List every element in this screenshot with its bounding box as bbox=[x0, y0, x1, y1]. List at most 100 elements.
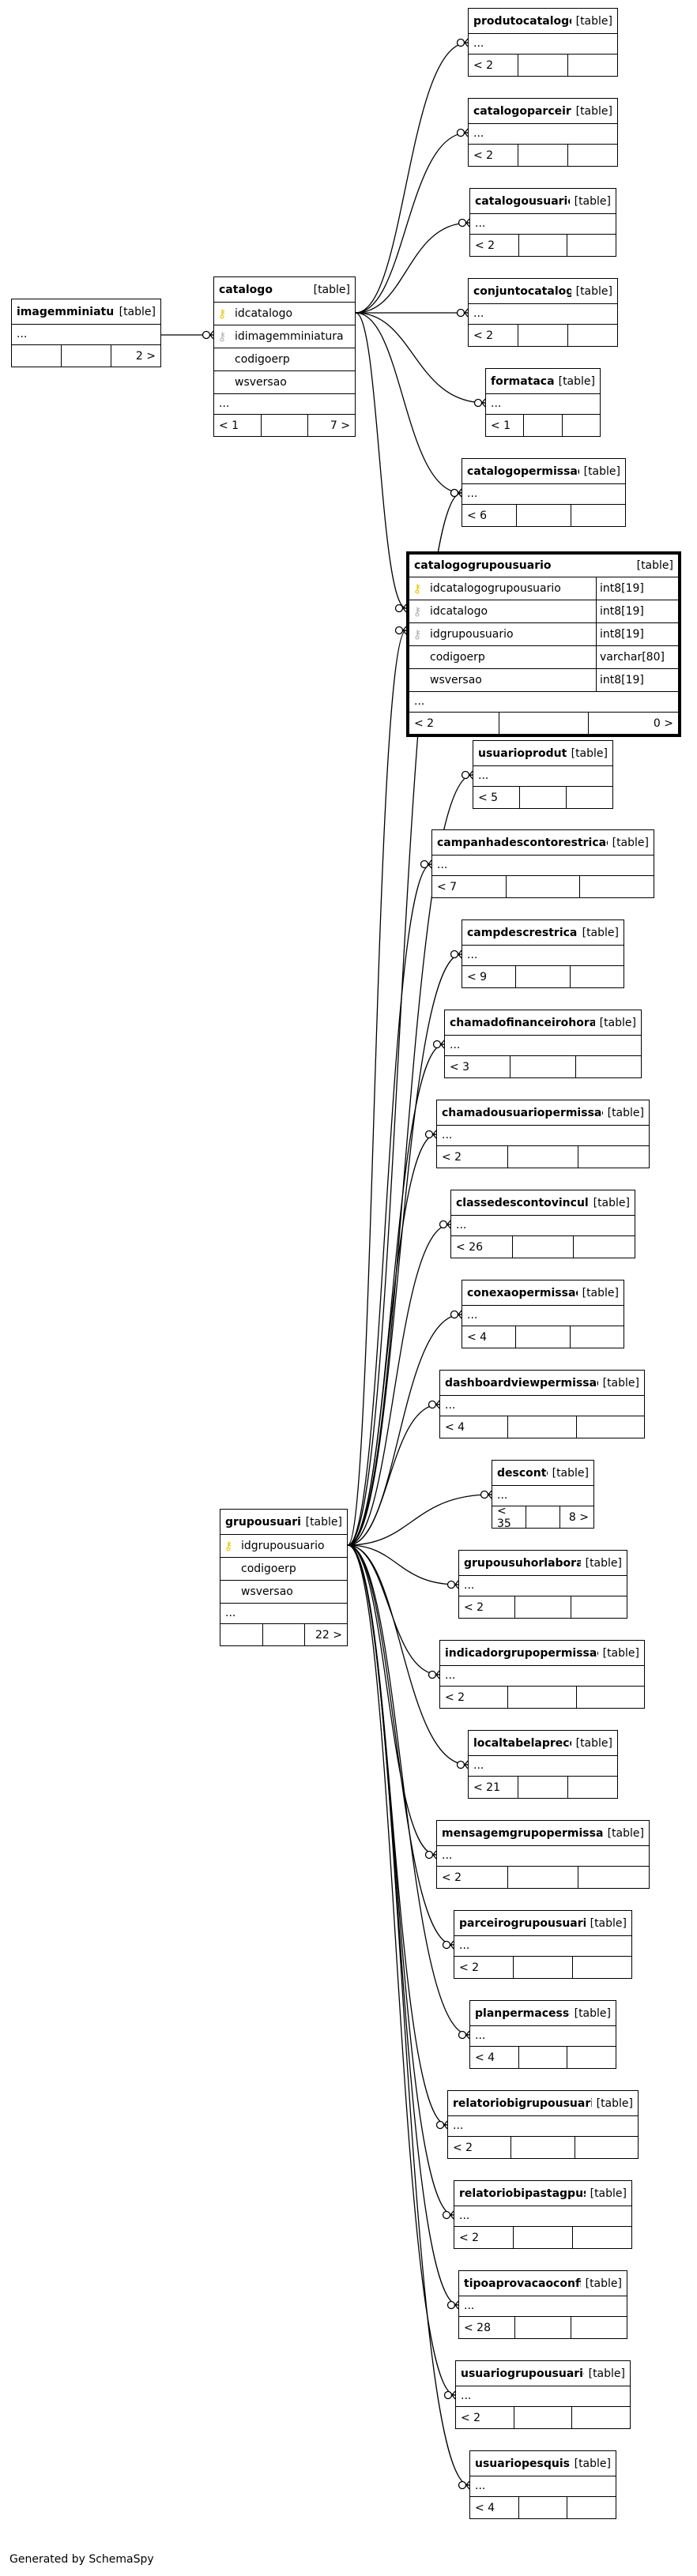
table-planpermacesso[interactable]: planpermacesso[table]...< 4 bbox=[469, 2000, 616, 2069]
table-header: catalogoparceiro[table] bbox=[469, 99, 617, 123]
parents-count bbox=[574, 2137, 638, 2158]
link-grupousuario-classedescontovinculo bbox=[347, 1224, 451, 1546]
table-chamadofinanceirohoras[interactable]: chamadofinanceirohoras[table]...< 3 bbox=[444, 1010, 642, 1078]
link-catalogo-catalogogrupousuario bbox=[355, 312, 407, 609]
children-count: < 4 bbox=[475, 2501, 495, 2514]
parents-count bbox=[567, 2497, 616, 2518]
footer-spacer bbox=[515, 1326, 569, 1348]
parents-count: 0 > bbox=[588, 713, 678, 734]
table-ellipsis: ... bbox=[462, 483, 625, 504]
link-catalogo-conjuntocatalogo-optional-marker bbox=[456, 308, 465, 318]
parents-count bbox=[567, 55, 617, 76]
parents-count bbox=[571, 1596, 627, 1618]
parents-count bbox=[571, 2407, 630, 2428]
table-ellipsis: ... bbox=[470, 2476, 616, 2496]
table-footer: < 2 bbox=[437, 1866, 649, 1888]
link-catalogo-catalogousuario bbox=[355, 222, 470, 314]
link-grupousuario-catalogogrupousuario bbox=[347, 630, 407, 1546]
table-name: usuariogrupousuario bbox=[461, 2367, 584, 2380]
table-catalogogrupousuario[interactable]: catalogogrupousuario[table]⚷idcatalogogr… bbox=[406, 551, 681, 737]
footer-spacer bbox=[518, 2047, 567, 2068]
table-imagemminiatura[interactable]: imagemminiatura[table]...2 > bbox=[11, 299, 161, 367]
children-count: < 28 bbox=[464, 2321, 491, 2334]
table-footer: < 2 bbox=[469, 324, 617, 346]
table-parceirogrupousuario[interactable]: parceirogrupousuario[table]...< 2 bbox=[454, 1910, 632, 1979]
table-dashboardviewpermissao[interactable]: dashboardviewpermissao[table]...< 4 bbox=[439, 1370, 645, 1438]
link-catalogo-catalogogrupousuario-optional-marker bbox=[394, 604, 404, 613]
table-ellipsis: ... bbox=[473, 765, 612, 786]
table-chamadousuariopermissao[interactable]: chamadousuariopermissao[table]...< 2 bbox=[436, 1100, 650, 1168]
table-footer: < 5 bbox=[473, 786, 612, 808]
table-header: relatoriobipastagpusu[table] bbox=[454, 2181, 631, 2206]
table-usuariopesquisa[interactable]: usuariopesquisa[table]...< 4 bbox=[469, 2450, 616, 2519]
table-grupousuhorlaboral[interactable]: grupousuhorlaboral[table]...< 2 bbox=[458, 1550, 627, 1619]
table-footer: < 6 bbox=[462, 504, 625, 526]
table-footer: < 2 bbox=[456, 2406, 630, 2428]
table-conjuntocatalogo[interactable]: conjuntocatalogo[table]...< 2 bbox=[468, 278, 618, 347]
table-relatoriobigrupousuario[interactable]: relatoriobigrupousuario[table]...< 2 bbox=[447, 2090, 639, 2159]
link-grupousuario-usuariopesquisa-optional-marker bbox=[458, 2480, 467, 2490]
table-usuarioproduto[interactable]: usuarioproduto[table]...< 5 bbox=[473, 740, 613, 809]
table-tag: [table] bbox=[575, 14, 612, 28]
generator-credit: Generated by SchemaSpy bbox=[9, 2553, 154, 2566]
column-row: ⚷idcatalogo bbox=[214, 302, 355, 325]
children-count bbox=[220, 1624, 262, 1645]
table-catalogo[interactable]: catalogo[table]⚷idcatalogo⚷idimagemminia… bbox=[213, 276, 356, 437]
column-name: idcatalogogrupousuario bbox=[430, 582, 561, 595]
primary-key-icon: ⚷ bbox=[413, 581, 422, 596]
link-grupousuario-classedescontovinculo-optional-marker bbox=[439, 1220, 448, 1229]
table-usuariogrupousuario[interactable]: usuariogrupousuario[table]...< 2 bbox=[455, 2360, 631, 2429]
table-header: conjuntocatalogo[table] bbox=[469, 279, 617, 303]
table-catalogopermissao[interactable]: catalogopermissao[table]...< 6 bbox=[462, 458, 626, 527]
table-tag: [table] bbox=[119, 305, 156, 318]
table-header: imagemminiatura [table] bbox=[12, 299, 160, 324]
table-tag: [table] bbox=[607, 1826, 644, 1840]
column-name: idcatalogo bbox=[430, 605, 488, 618]
table-relatoriobipastagpusu[interactable]: relatoriobipastagpusu[table]...< 2 bbox=[454, 2180, 632, 2249]
column-name: codigoerp bbox=[235, 353, 290, 366]
table-formatacao[interactable]: formatacao[table]...< 1 bbox=[485, 368, 601, 437]
table-footer: < 2 bbox=[454, 2226, 631, 2248]
table-tipoaprovacaoconfig[interactable]: tipoaprovacaoconfig[table]...< 28 bbox=[458, 2270, 627, 2339]
table-ellipsis: ... bbox=[220, 1603, 347, 1623]
table-footer: < 28 bbox=[459, 2316, 627, 2338]
table-header: tipoaprovacaoconfig[table] bbox=[459, 2271, 627, 2296]
children-count: < 2 bbox=[442, 1871, 462, 1884]
table-ellipsis: ... bbox=[469, 33, 617, 54]
link-grupousuario-dashboardviewpermissao bbox=[347, 1404, 440, 1546]
table-tag: [table] bbox=[596, 2097, 633, 2110]
link-grupousuario-planpermacesso-optional-marker bbox=[458, 2030, 467, 2040]
table-catalogoparceiro[interactable]: catalogoparceiro[table]...< 2 bbox=[468, 98, 618, 167]
footer-spacer bbox=[511, 1236, 574, 1258]
table-indicadorgrupopermissao[interactable]: indicadorgrupopermissao[table]...< 2 bbox=[439, 1640, 645, 1709]
table-mensagemgrupopermissao[interactable]: mensagemgrupopermissao[table]...< 2 bbox=[436, 1820, 650, 1889]
table-name: usuariopesquisa bbox=[475, 2457, 570, 2470]
table-tag: [table] bbox=[574, 194, 611, 208]
link-grupousuario-usuariopesquisa bbox=[347, 1544, 470, 2486]
column-type: int8[19] bbox=[596, 577, 678, 600]
table-produtocatalogo[interactable]: produtocatalogo[table]...< 2 bbox=[468, 8, 618, 77]
footer-spacer bbox=[507, 1687, 575, 1708]
children-count: < 26 bbox=[456, 1240, 483, 1254]
table-name: tipoaprovacaoconfig bbox=[464, 2277, 581, 2290]
column-name: idimagemminiatura bbox=[235, 330, 344, 343]
children-count: < 35 bbox=[497, 1504, 511, 1530]
table-localtabelapreco[interactable]: localtabelapreco[table]...< 21 bbox=[468, 1730, 618, 1799]
table-ellipsis: ... bbox=[469, 123, 617, 144]
table-conexaopermissao[interactable]: conexaopermissao[table]...< 4 bbox=[462, 1280, 624, 1348]
table-name: campdescrestricao bbox=[467, 926, 578, 939]
table-footer: < 4 bbox=[462, 1326, 624, 1348]
table-classedescontovinculo[interactable]: classedescontovinculo[table]...< 26 bbox=[450, 1190, 635, 1258]
table-desconto[interactable]: desconto[table]...< 358 > bbox=[492, 1460, 594, 1530]
link-catalogo-catalogoparceiro-many-marker bbox=[464, 128, 469, 137]
table-catalogousuario[interactable]: catalogousuario[table]...< 2 bbox=[469, 188, 616, 257]
table-name: imagemminiatura bbox=[17, 305, 115, 318]
table-campanhadescontorestricao[interactable]: campanhadescontorestricao[table]...< 7 bbox=[431, 829, 654, 898]
table-ellipsis: ... bbox=[462, 945, 624, 965]
link-catalogo-formatacao bbox=[355, 312, 486, 404]
table-campdescrestricao[interactable]: campdescrestricao[table]...< 9 bbox=[462, 919, 624, 988]
table-footer: < 2 bbox=[469, 54, 617, 76]
